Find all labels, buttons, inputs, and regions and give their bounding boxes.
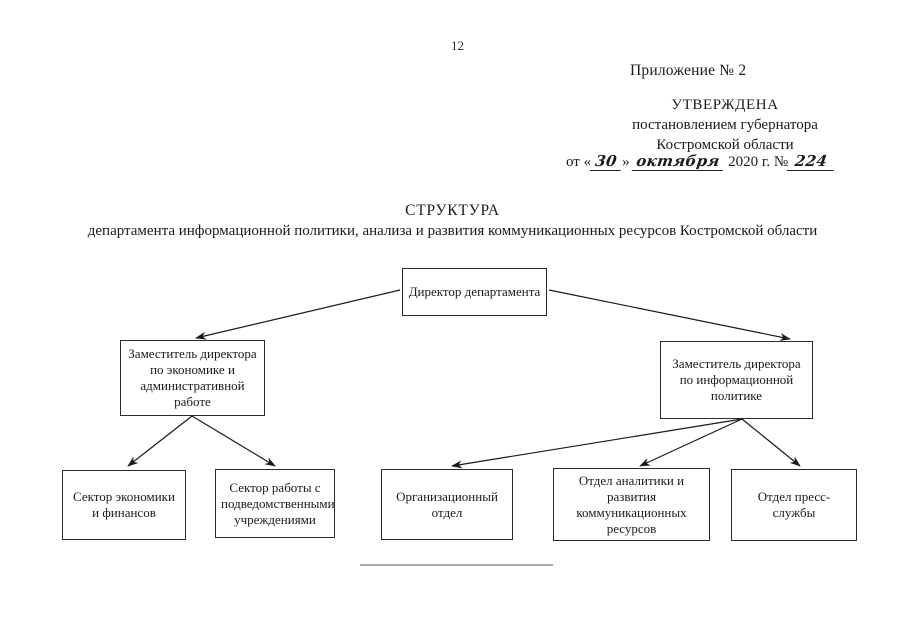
edge-director-to-deputy-information [548,289,791,341]
org-node-dept-organizational-label: Организационный отдел [387,489,507,521]
org-node-dept-organizational[interactable]: Организационный отдел [381,469,513,540]
org-node-dept-analytics-label: Отдел аналитики и развития коммуникацион… [559,473,704,537]
org-node-dept-press-label: Отдел пресс-службы [757,489,831,520]
line-1: Сектор работы с [229,479,321,495]
edge-deputy-economics-to-sector-economics [127,415,193,467]
appendix-label: Приложение № 2 [630,62,747,79]
edge-deputy-economics-to-sector-institutions [191,415,276,467]
org-node-deputy-information[interactable]: Заместитель директора по информационной … [660,341,813,419]
footer-divider [360,564,553,566]
line-3: коммуникационных [576,504,687,520]
org-node-sector-economics-label: Сектор экономики и финансов [68,489,180,521]
structure-subtitle: департамента информационной политики, ан… [87,223,818,239]
org-node-sector-institutions[interactable]: Сектор работы с подведомственными учрежд… [215,469,335,538]
line-2: по экономике и [150,362,235,377]
org-node-deputy-economics[interactable]: Заместитель директора по экономике и адм… [120,340,265,416]
edge-director-to-deputy-economics [195,289,401,340]
date-quote-close: » [622,154,630,170]
org-node-director[interactable]: Директор департамента [402,268,547,316]
approval-block: УТВЕРЖДЕНА постановлением губернатора Ко… [560,95,890,155]
date-prefix: от « [566,154,592,170]
org-node-sector-institutions-label: Сектор работы с подведомственными учрежд… [221,479,335,528]
org-node-deputy-economics-label: Заместитель директора по экономике и адм… [126,346,259,410]
line-2: подведомственными [221,495,335,511]
approval-authority-line1: постановлением губернатора [632,117,818,133]
line-1: Сектор экономики [73,489,175,504]
org-node-director-label: Директор департамента [408,284,541,299]
line-1: Отдел аналитики и [578,472,685,488]
structure-title: СТРУКТУРА [405,202,500,219]
org-node-dept-analytics[interactable]: Отдел аналитики и развития коммуникацион… [553,468,710,541]
line-3: политике [710,388,763,403]
approval-authority-line2: Костромской области [656,137,794,153]
edge-deputy-information-to-dept-analytics [639,418,743,467]
line-2: отдел [431,504,463,520]
edge-deputy-information-to-dept-press [741,418,801,467]
line-4: работе [174,394,211,409]
line-3: учреждениями [234,511,316,527]
line-1: Заместитель директора [128,346,257,361]
line-1: Организационный [396,488,498,504]
page-number: 12 [451,38,464,53]
org-node-dept-press[interactable]: Отдел пресс-службы [731,469,857,541]
line-4: ресурсов [606,520,657,536]
edge-deputy-information-to-dept-organizational [451,418,743,469]
line-1: Заместитель директора [672,356,801,371]
line-2: по информационной [679,372,794,387]
org-node-deputy-information-label: Заместитель директора по информационной … [666,356,807,404]
org-node-sector-economics[interactable]: Сектор экономики и финансов [62,470,186,540]
date-year-suffix: 2020 г. № [728,154,789,170]
line-2: развития [606,488,657,504]
line-3: административной [140,378,245,393]
approval-title: УТВЕРЖДЕНА [671,97,779,113]
line-2: и финансов [92,505,156,520]
